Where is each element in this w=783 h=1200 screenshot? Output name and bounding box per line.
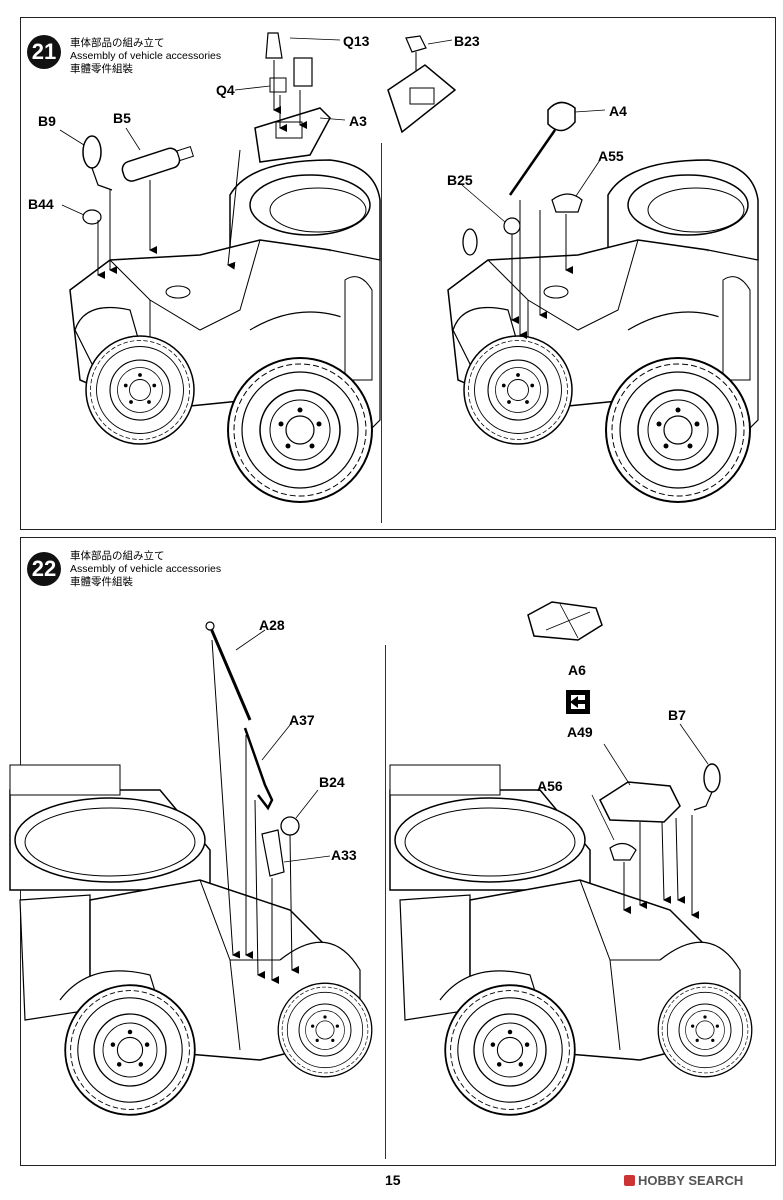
title-japanese: 車体部品の組み立て <box>70 37 165 49</box>
part-label-a33: A33 <box>331 847 357 863</box>
title-chinese: 車體零件組裝 <box>70 63 133 75</box>
part-label-a55: A55 <box>598 148 624 164</box>
part-label-b24: B24 <box>319 774 345 790</box>
step-number-badge: 21 <box>27 35 61 69</box>
hobby-search-logo-icon <box>624 1175 635 1186</box>
step21-right-parts <box>387 35 606 339</box>
part-label-a4: A4 <box>609 103 627 119</box>
title-english: Assembly of vehicle accessories <box>70 563 222 575</box>
part-label-a37: A37 <box>289 712 315 728</box>
part-label-b44: B44 <box>28 196 54 212</box>
title-english: Assembly of vehicle accessories <box>70 50 222 62</box>
part-label-b23: B23 <box>454 33 480 49</box>
step22-right-parts <box>527 601 721 919</box>
step-title: 車体部品の組み立て Assembly of vehicle accessorie… <box>70 37 221 76</box>
step21-right-drawing <box>447 159 759 503</box>
part-label-a3: A3 <box>349 113 367 129</box>
panel-divider <box>385 645 386 1159</box>
part-label-q13: Q13 <box>343 33 370 49</box>
panel-divider <box>381 143 382 523</box>
page-number: 15 <box>385 1172 401 1188</box>
part-label-b25: B25 <box>447 172 473 188</box>
watermark-text: HOBBY SEARCH <box>638 1173 744 1188</box>
step22-left-drawing <box>9 621 373 1116</box>
title-japanese: 車体部品の組み立て <box>70 550 165 562</box>
part-label-b9: B9 <box>38 113 56 129</box>
part-label-b5: B5 <box>113 110 131 126</box>
step21-left-drawing <box>59 32 381 503</box>
part-label-a56: A56 <box>537 778 563 794</box>
step-number: 21 <box>31 39 57 64</box>
step22-right-drawing <box>389 764 753 1116</box>
step-title: 車体部品の組み立て Assembly of vehicle accessorie… <box>70 550 221 589</box>
part-label-a6: A6 <box>568 662 586 678</box>
part-label-b7: B7 <box>668 707 686 723</box>
title-chinese: 車體零件組裝 <box>70 576 133 588</box>
part-label-a28: A28 <box>259 617 285 633</box>
step-number-badge: 22 <box>27 552 61 586</box>
part-label-a49: A49 <box>567 724 593 740</box>
watermark: HOBBY SEARCH <box>624 1173 743 1188</box>
step-number: 22 <box>31 556 57 581</box>
part-label-q4: Q4 <box>216 82 235 98</box>
